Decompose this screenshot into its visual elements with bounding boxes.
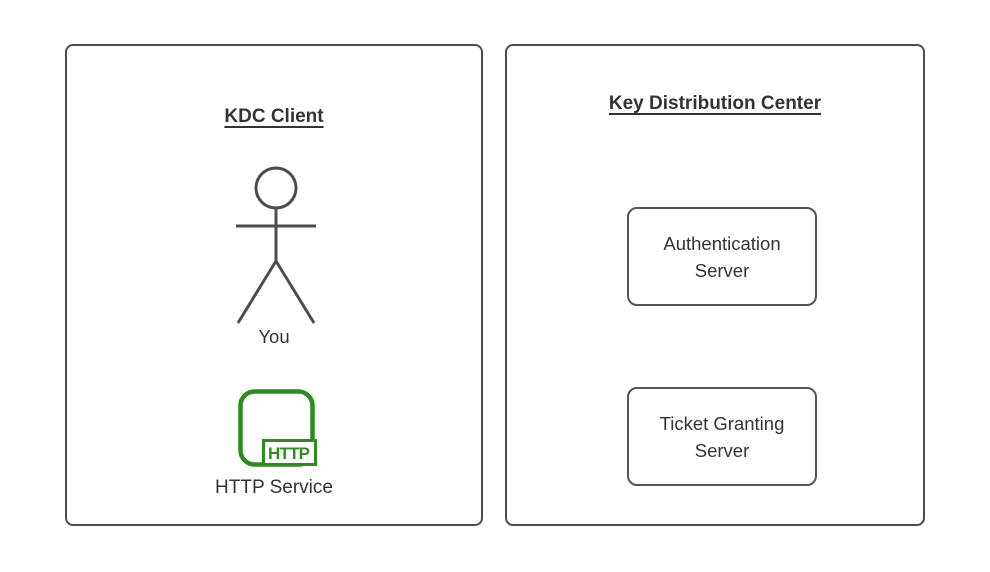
http-service-icon: HTTP [238,389,317,467]
http-badge-text: HTTP [268,444,310,463]
ticket-granting-server-label: Ticket Granting Server [659,412,785,461]
authentication-server-label: Authentication Server [663,232,781,281]
kdc-client-panel: KDC Client You HTTP HTTP Service [65,44,483,526]
http-service-label: HTTP Service [215,477,333,498]
authentication-server-box: Authentication Server [627,207,817,306]
key-distribution-center-title: Key Distribution Center [608,93,822,114]
person-label: You [258,326,290,347]
person-icon [236,166,316,324]
kdc-client-title: KDC Client [224,106,324,127]
ticket-granting-server-box: Ticket Granting Server [627,387,817,486]
key-distribution-center-panel: Key Distribution Center Authentication S… [505,44,925,526]
